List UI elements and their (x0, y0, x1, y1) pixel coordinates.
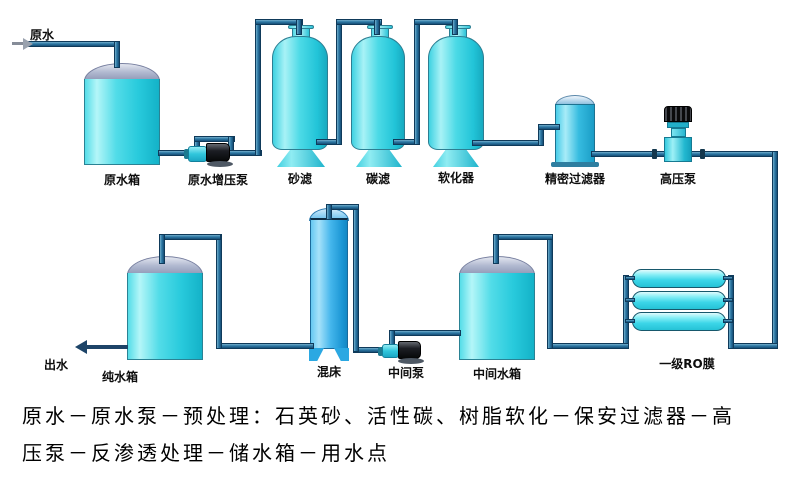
vessel-skirt (277, 150, 325, 167)
ro-stub-pipe (625, 319, 635, 323)
pump-inlet-flange (378, 347, 383, 356)
vessel-skirt (356, 150, 402, 167)
inlet-arrow-icon (12, 42, 24, 45)
pipe-segment (336, 19, 342, 145)
ro-stub-pipe (723, 298, 733, 302)
hp-pump-label: 高压泵 (659, 172, 696, 186)
pipe-segment (336, 19, 382, 25)
ro-cylinder (632, 312, 726, 331)
raw-tank-label: 原水箱 (103, 173, 140, 187)
pipe-segment (194, 136, 235, 142)
filter-body (555, 104, 595, 163)
pipe-flange (652, 149, 657, 159)
ro-stub-pipe (625, 298, 635, 302)
carbon-filter-label: 碳滤 (365, 172, 390, 186)
ro-stub-pipe (723, 319, 733, 323)
outlet-pipe (86, 345, 128, 349)
pipe-segment (255, 19, 303, 25)
pump-body (664, 137, 692, 162)
sand-filter-label: 砂滤 (287, 172, 312, 186)
vessel-body (272, 36, 328, 150)
pump-motor (398, 341, 421, 359)
pipe-segment (772, 151, 778, 349)
pipe-segment (728, 275, 734, 349)
pump-head (382, 344, 399, 358)
intermediate-pump-label: 中间泵 (387, 366, 424, 380)
pump-collar (667, 122, 689, 128)
pipe-segment (547, 234, 553, 349)
mixed-bed-label: 混床 (316, 365, 341, 379)
column-body (310, 218, 348, 349)
booster-pump-label: 原水增压泵 (187, 173, 248, 187)
pipe-segment (374, 19, 380, 35)
pump-neck (671, 128, 686, 137)
pump-inlet-flange (184, 149, 189, 159)
pump-motor (206, 143, 230, 162)
tank-body (84, 79, 160, 165)
precision-filter-label: 精密过滤器 (544, 172, 605, 186)
pipe-segment (159, 234, 221, 240)
pipe-segment (255, 19, 261, 156)
column-leg (334, 348, 349, 361)
pipe-segment (452, 19, 458, 35)
pump-motor (664, 106, 692, 122)
filter-base (551, 162, 599, 167)
ro-stub-pipe (723, 276, 733, 280)
pure-tank-label: 纯水箱 (101, 370, 138, 384)
pipe-segment (159, 234, 165, 264)
pipe-segment (216, 343, 314, 349)
caption-line-1: 原水－原水泵－预处理：石英砂、活性碳、树脂软化－保安过滤器－高 (22, 406, 735, 428)
pipe-segment (493, 234, 499, 264)
pipe-segment (414, 19, 420, 145)
inlet-label: 原水 (30, 28, 55, 42)
pipe-segment (549, 343, 629, 349)
inlet-arrow-icon (23, 38, 33, 50)
ro-cylinder (632, 291, 726, 310)
tank-body (459, 273, 535, 360)
pump-base (398, 358, 424, 364)
outlet-arrow-icon (75, 340, 87, 354)
pipe-segment (326, 204, 332, 220)
pipe-segment (472, 140, 544, 146)
pipe-segment (114, 41, 120, 68)
column-leg (309, 348, 324, 361)
pipe-segment (391, 330, 461, 336)
intermediate-tank-label: 中间水箱 (472, 367, 521, 381)
ro-stub-pipe (625, 276, 635, 280)
caption-line-2: 压泵－反渗透处理－储水箱－用水点 (22, 443, 390, 465)
pipe-segment (216, 234, 222, 349)
ro-cylinder (632, 269, 726, 288)
pipe-segment (296, 19, 302, 35)
vessel-body (428, 36, 484, 150)
ro-membrane-label: 一级RO膜 (659, 357, 715, 371)
outlet-label: 出水 (44, 358, 69, 372)
pipe-flange (700, 149, 705, 159)
pipe-segment (623, 275, 629, 349)
tank-body (127, 273, 203, 360)
vessel-skirt (433, 150, 479, 167)
pipe-segment (732, 343, 778, 349)
pipe-segment (493, 234, 553, 240)
pipe-segment (538, 124, 560, 130)
pump-base (207, 161, 233, 167)
softener-label: 软化器 (437, 171, 474, 185)
pump-head (188, 146, 207, 162)
vessel-body (351, 36, 405, 150)
pipe-segment (353, 204, 359, 352)
